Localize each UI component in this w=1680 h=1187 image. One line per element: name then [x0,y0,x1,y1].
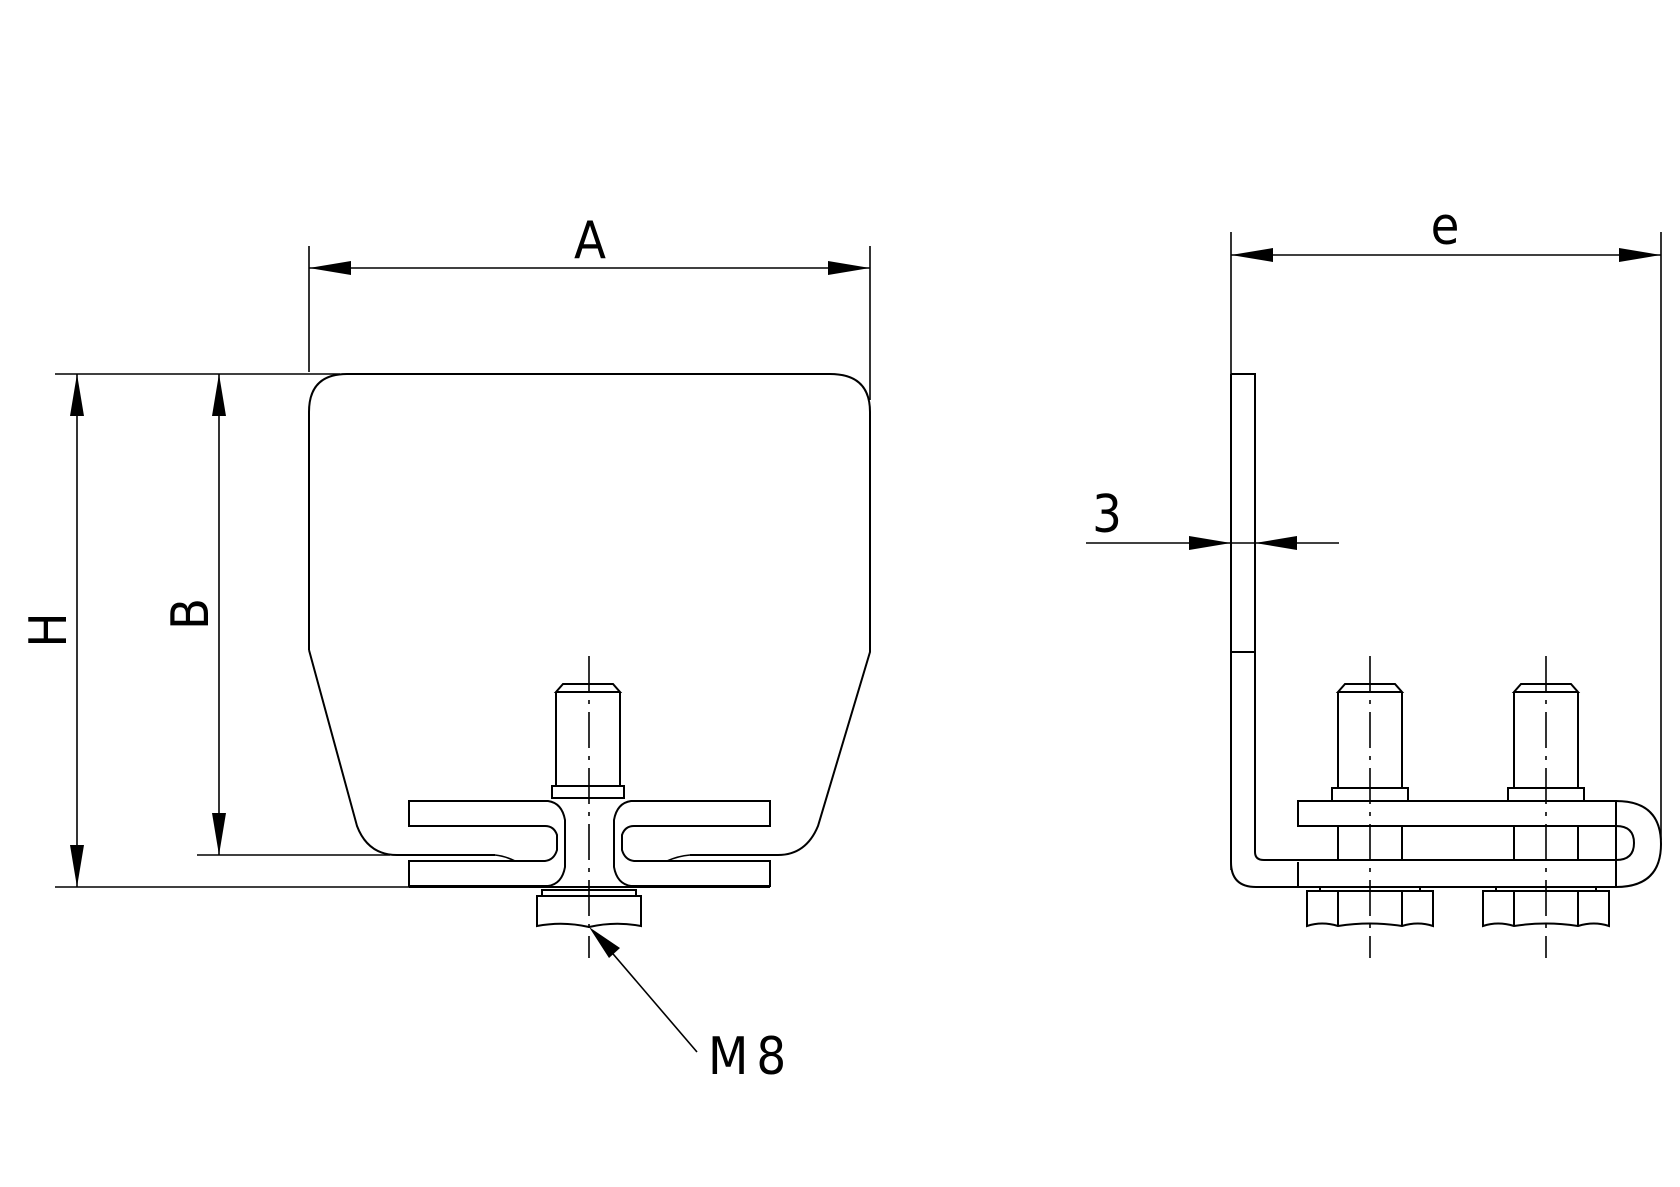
dimension-h: H [19,373,410,888]
dimension-label-b: B [161,598,221,630]
right-flange [613,800,771,887]
dimension-label-e: e [1431,197,1460,257]
bolt-size-label: M8 [708,1027,794,1087]
side-bolt-1 [1306,656,1434,958]
side-bolt-2 [1482,656,1610,958]
bent-loop [1615,800,1663,888]
side-view: e 3 [1086,197,1663,958]
clamp-plate [1297,800,1617,827]
dimension-b: B [161,374,390,856]
dimension-label-a: A [574,211,606,271]
front-view: A H B [19,211,871,1087]
dimension-label-thickness: 3 [1092,485,1122,545]
m8-callout: M8 [589,927,794,1087]
left-flange [408,800,566,887]
bolt-stud [551,683,625,799]
bracket-plate-outline [308,373,871,856]
dimension-e: e [1230,197,1662,870]
dimension-a: A [308,211,871,400]
dimension-label-h: H [19,612,79,647]
dimension-thickness: 3 [1086,485,1339,550]
vertical-plate [1231,373,1616,861]
